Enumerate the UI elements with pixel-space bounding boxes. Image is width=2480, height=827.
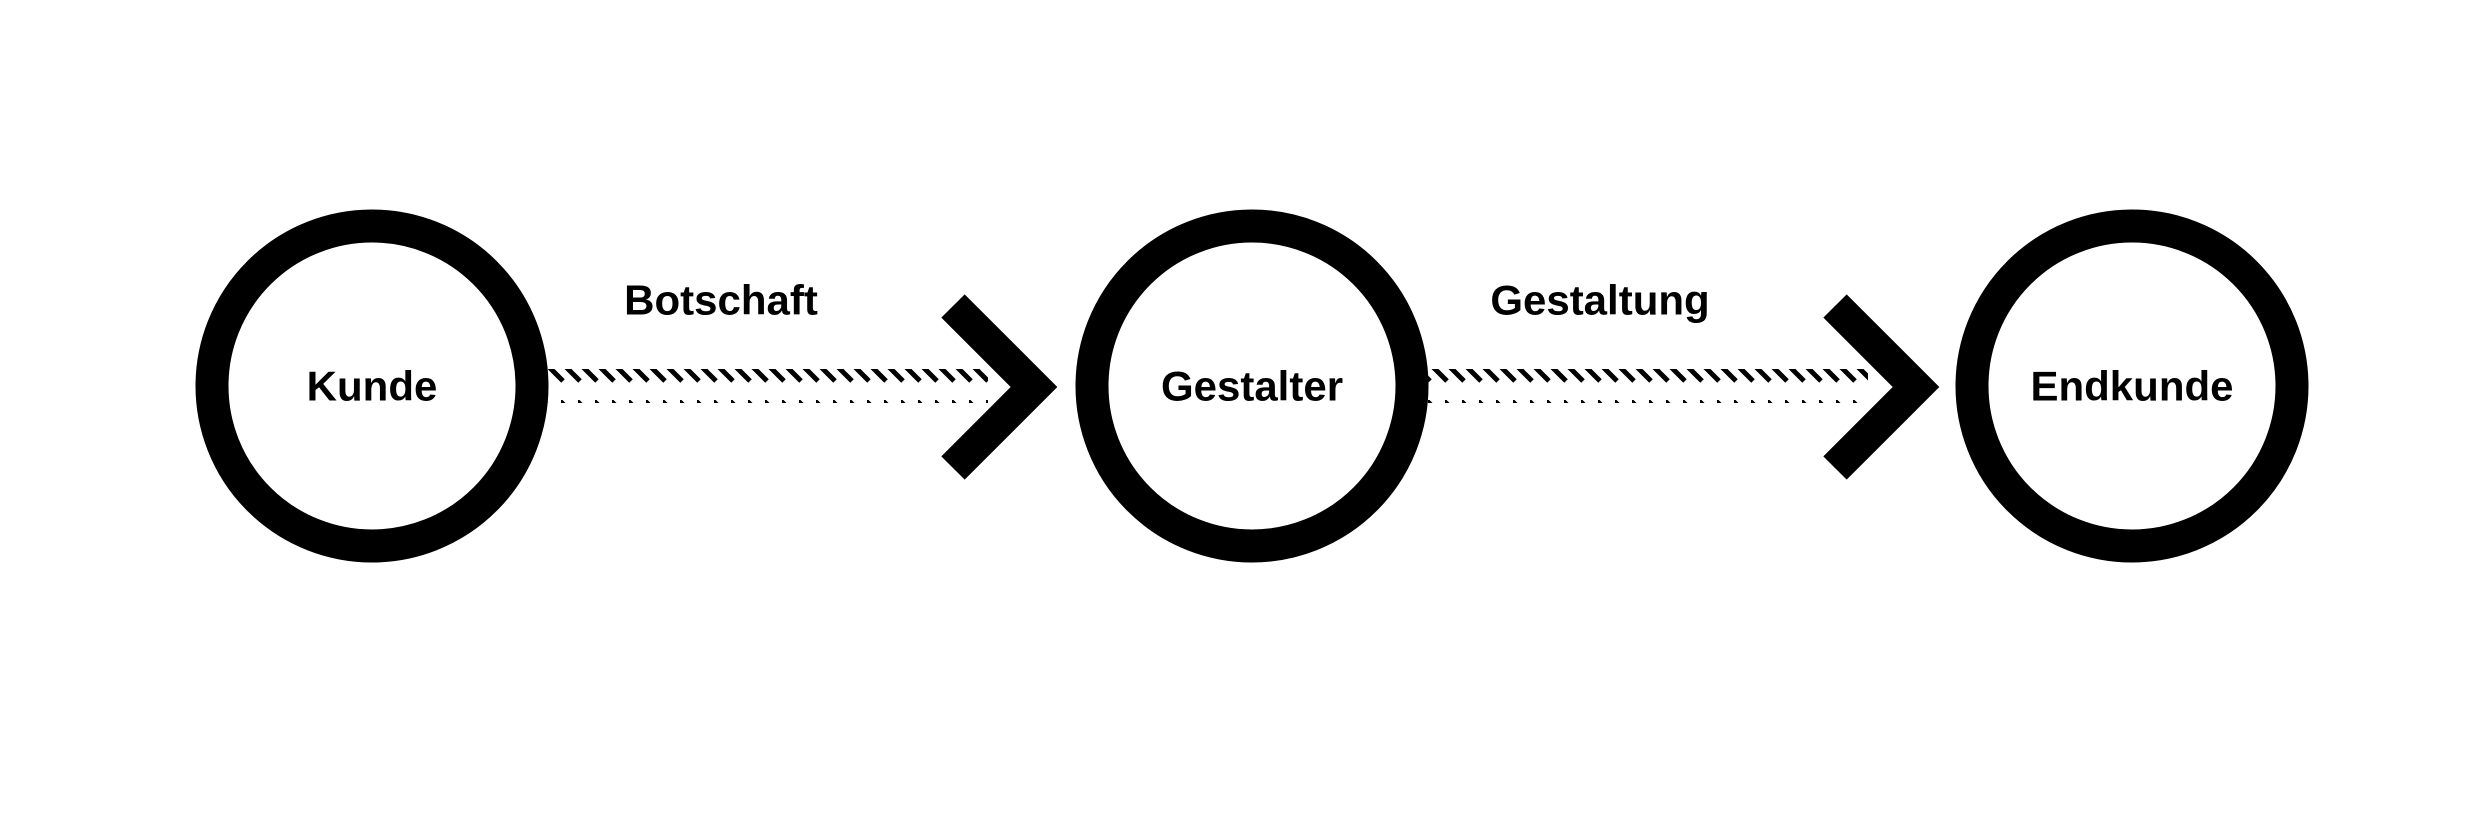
node-circle — [195, 209, 549, 563]
edge-label-botschaft: Botschaft — [624, 277, 818, 324]
node-endkunde: Endkunde — [1955, 209, 2309, 563]
hatched-connector — [548, 369, 988, 403]
hatched-connector — [1428, 369, 1868, 403]
edge-botschaft: Botschaft — [548, 277, 1058, 480]
node-circle — [1075, 209, 1429, 563]
node-circle — [1955, 209, 2309, 563]
node-label-gestalter: Gestalter — [1161, 363, 1343, 410]
node-gestalter: Gestalter — [1075, 209, 1429, 563]
node-kunde: Kunde — [195, 209, 549, 563]
arrowhead-icon — [1823, 294, 1940, 480]
edge-label-gestaltung: Gestaltung — [1490, 277, 1709, 324]
arrowhead-icon — [941, 294, 1058, 480]
node-label-kunde: Kunde — [307, 363, 438, 410]
node-label-endkunde: Endkunde — [2030, 363, 2233, 410]
edge-gestaltung: Gestaltung — [1428, 277, 1940, 480]
